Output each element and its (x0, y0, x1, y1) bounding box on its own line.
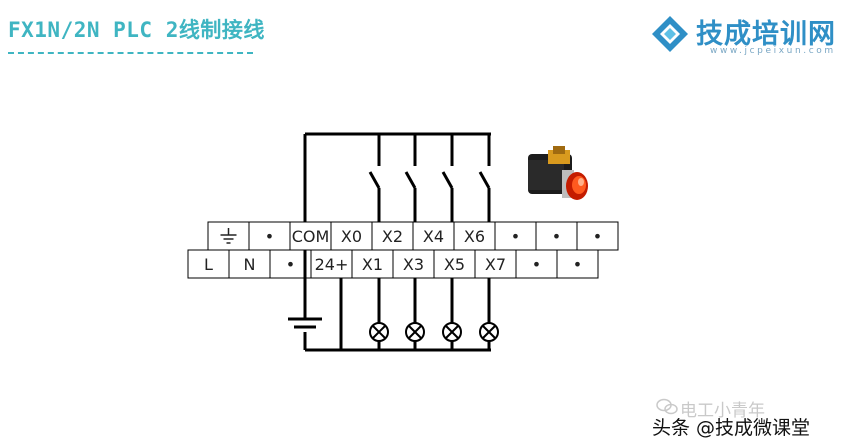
red-pushbutton-icon (528, 146, 588, 200)
terminal-label: • (532, 255, 541, 274)
terminal-label: • (552, 227, 561, 246)
bottom-terminal-n: N (228, 249, 271, 279)
bottom-terminal-dot-9: • (556, 249, 599, 279)
page-title: FX1N/2N PLC 2线制接线 (8, 18, 265, 42)
bottom-terminal-24: 24+ (310, 249, 353, 279)
diamond-logo-icon (652, 16, 688, 52)
top-terminal-dot-1: • (248, 221, 291, 251)
terminal-top-row: • COM X0 X2 X4 X6 • • • (207, 221, 619, 251)
dc-source-icon (288, 317, 322, 329)
top-terminal-x2: X2 (371, 221, 414, 251)
terminal-label: X7 (485, 255, 506, 274)
terminal-label: N (244, 255, 256, 274)
indicator-lamp-icon (369, 278, 389, 350)
logo-name: 技成培训网 (696, 19, 836, 50)
top-terminal-x0: X0 (330, 221, 373, 251)
top-terminal-dot-9: • (576, 221, 619, 251)
terminal-label: • (573, 255, 582, 274)
terminal-label: L (204, 255, 213, 274)
terminal-label: COM (292, 227, 330, 246)
switch-icon (404, 134, 417, 222)
top-terminal-ground-symbol (207, 221, 250, 251)
switch-icon (478, 134, 491, 222)
bottom-terminal-dot-8: • (515, 249, 558, 279)
top-terminal-dot-7: • (494, 221, 537, 251)
logo-url: www.jcpeixun.com (710, 46, 836, 56)
terminal-label: X5 (444, 255, 465, 274)
terminal-label: X3 (403, 255, 424, 274)
indicator-lamp-icon (405, 278, 425, 350)
brand-logo: 技成培训网 www.jcpeixun.com (650, 8, 840, 58)
bottom-terminal-x5: X5 (433, 249, 476, 279)
terminal-label: X0 (341, 227, 362, 246)
terminal-label: X4 (423, 227, 444, 246)
indicator-lamp-icon (442, 278, 462, 350)
top-terminal-dot-8: • (535, 221, 578, 251)
terminal-label: • (593, 227, 602, 246)
bottom-terminal-l: L (187, 249, 230, 279)
lamp-group (369, 278, 499, 350)
bottom-terminal-x3: X3 (392, 249, 435, 279)
terminal-label: • (265, 227, 274, 246)
terminal-label: 24+ (315, 255, 349, 274)
ground-icon (220, 228, 237, 244)
watermark-text: 电工小青年 (680, 401, 765, 421)
top-bus (303, 132, 491, 222)
top-terminal-x4: X4 (412, 221, 455, 251)
terminal-label: X1 (362, 255, 383, 274)
top-terminal-x6: X6 (453, 221, 496, 251)
terminal-label: • (286, 255, 295, 274)
switch-icon (368, 134, 381, 222)
terminal-label: X6 (464, 227, 485, 246)
switch-group (368, 134, 491, 222)
terminal-label: • (511, 227, 520, 246)
terminal-bottom-row: L N • 24+ X1 X3 X5 X7 • • (187, 249, 599, 279)
wechat-icon (656, 398, 678, 415)
lower-wiring (303, 250, 491, 352)
title-divider (8, 52, 253, 54)
terminal-label: X2 (382, 227, 403, 246)
bottom-terminal-x1: X1 (351, 249, 394, 279)
indicator-lamp-icon (479, 278, 499, 350)
top-terminal-com: COM (289, 221, 332, 251)
switch-icon (441, 134, 454, 222)
footer-credit: 头条 @技成微课堂 (652, 417, 811, 439)
bottom-terminal-x7: X7 (474, 249, 517, 279)
